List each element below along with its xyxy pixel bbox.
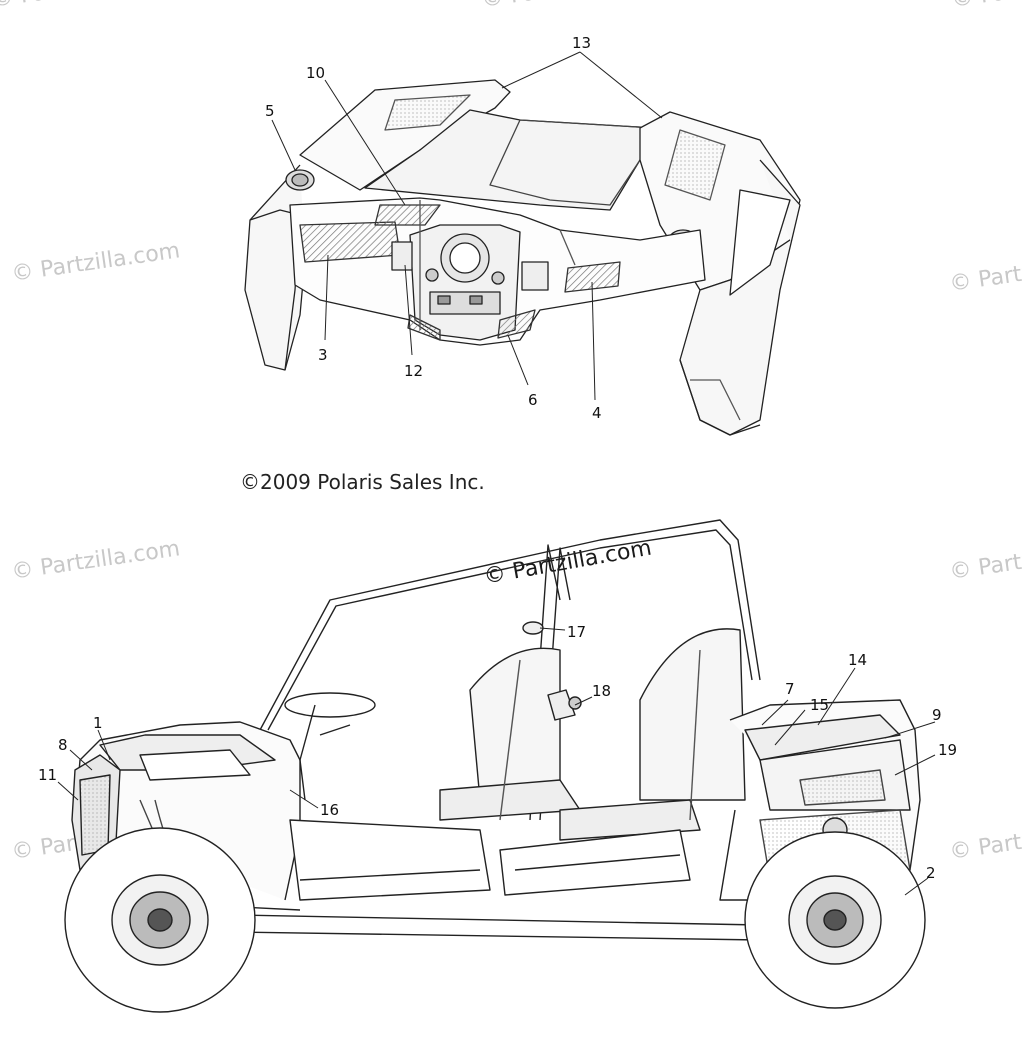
callout-2: 2: [926, 864, 936, 882]
leader-line-13a: [501, 51, 581, 89]
callout-1: 1: [93, 714, 103, 732]
leader-line-11: [57, 781, 79, 801]
dash-panel-assembly: [244, 79, 801, 436]
leader-line-12: [404, 264, 413, 356]
leader-line-18: [574, 696, 593, 706]
callout-14: 14: [848, 651, 867, 669]
copyright-text: ©2009 Polaris Sales Inc.: [240, 470, 485, 494]
leader-line-7: [761, 699, 789, 726]
leader-line-9: [884, 721, 936, 739]
callout-15: 15: [810, 696, 829, 714]
leader-line-14: [817, 667, 856, 726]
callout-10: 10: [306, 64, 325, 82]
leader-line-10: [324, 79, 406, 206]
leader-line-16: [289, 789, 319, 809]
callout-13: 13: [572, 34, 591, 52]
leader-line-2: [904, 877, 929, 896]
callout-18: 18: [592, 682, 611, 700]
leader-line-8: [69, 749, 93, 771]
leader-line-15: [774, 709, 806, 746]
callout-12: 12: [404, 362, 423, 380]
leader-line-17: [539, 627, 566, 631]
callout-3: 3: [318, 346, 328, 364]
leader-line-1: [97, 729, 111, 761]
callout-5: 5: [265, 102, 275, 120]
rear-wheel: [744, 831, 926, 1009]
leader-line-5: [271, 119, 296, 171]
callout-6: 6: [528, 391, 538, 409]
leader-line-3: [324, 254, 329, 341]
front-wheel: [64, 827, 256, 1013]
callout-11: 11: [38, 766, 57, 784]
callout-4: 4: [592, 404, 602, 422]
callout-17: 17: [567, 623, 586, 641]
callout-9: 9: [932, 706, 942, 724]
callout-16: 16: [320, 801, 339, 819]
leader-line-19: [894, 754, 936, 776]
leader-line-4: [591, 281, 596, 401]
leader-line-6: [507, 334, 529, 386]
callout-8: 8: [58, 736, 68, 754]
callout-19: 19: [938, 741, 957, 759]
leader-line-13b: [579, 51, 663, 119]
callout-7: 7: [785, 680, 795, 698]
